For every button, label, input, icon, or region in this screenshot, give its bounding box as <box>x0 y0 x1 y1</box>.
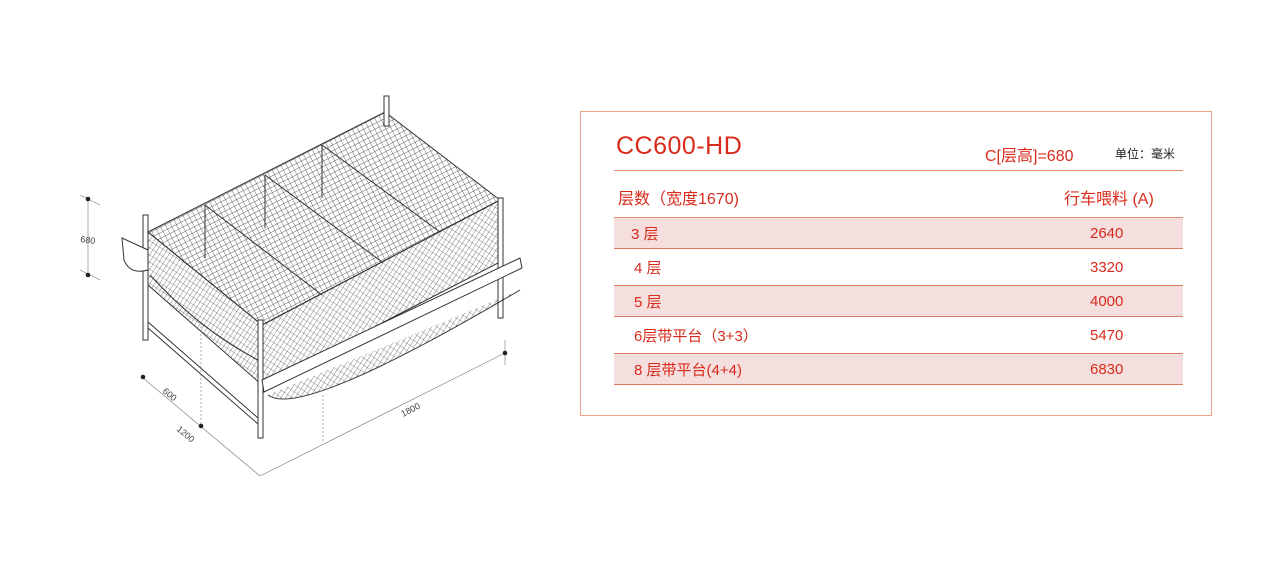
row-value: 3320 <box>1090 258 1124 276</box>
row-layers: 3 层 <box>631 225 659 243</box>
table-row: 8 层带平台(4+4) 6830 <box>614 354 1183 385</box>
table-row: 3 层 2640 <box>614 218 1183 249</box>
spec-panel: CC600-HD C[层高]=680 单位：毫米 层数（宽度1670) 行车喂料… <box>580 111 1212 416</box>
col-header-feeding: 行车喂料 (A) <box>1064 191 1154 208</box>
dim-600: 600 <box>161 386 179 403</box>
divider <box>614 217 1183 218</box>
table-row: 5 层 4000 <box>614 286 1183 317</box>
row-value: 4000 <box>1090 292 1124 310</box>
table-row: 6层带平台（3+3） 5470 <box>614 317 1183 354</box>
row-layers: 6层带平台（3+3） <box>634 327 758 345</box>
col-header-layers: 层数（宽度1670) <box>618 191 739 208</box>
divider <box>614 170 1183 171</box>
dim-height: 680 <box>80 234 96 246</box>
cage-frame <box>121 95 523 439</box>
table-row: 4 层 3320 <box>614 249 1183 286</box>
unit-label: 单位：毫米 <box>1115 147 1176 161</box>
row-value: 2640 <box>1090 224 1124 242</box>
dim-1200: 1200 <box>175 424 197 445</box>
row-value: 6830 <box>1090 360 1124 378</box>
layer-height: C[层高]=680 <box>985 148 1074 165</box>
row-layers: 4 层 <box>634 259 662 277</box>
model-title: CC600-HD <box>616 132 743 160</box>
row-layers: 5 层 <box>634 293 662 311</box>
row-layers: 8 层带平台(4+4) <box>634 361 742 379</box>
dim-1800: 1800 <box>399 401 421 419</box>
row-value: 5470 <box>1090 326 1124 344</box>
cage-isometric-drawing: 680 600 1200 1800 <box>80 95 523 477</box>
